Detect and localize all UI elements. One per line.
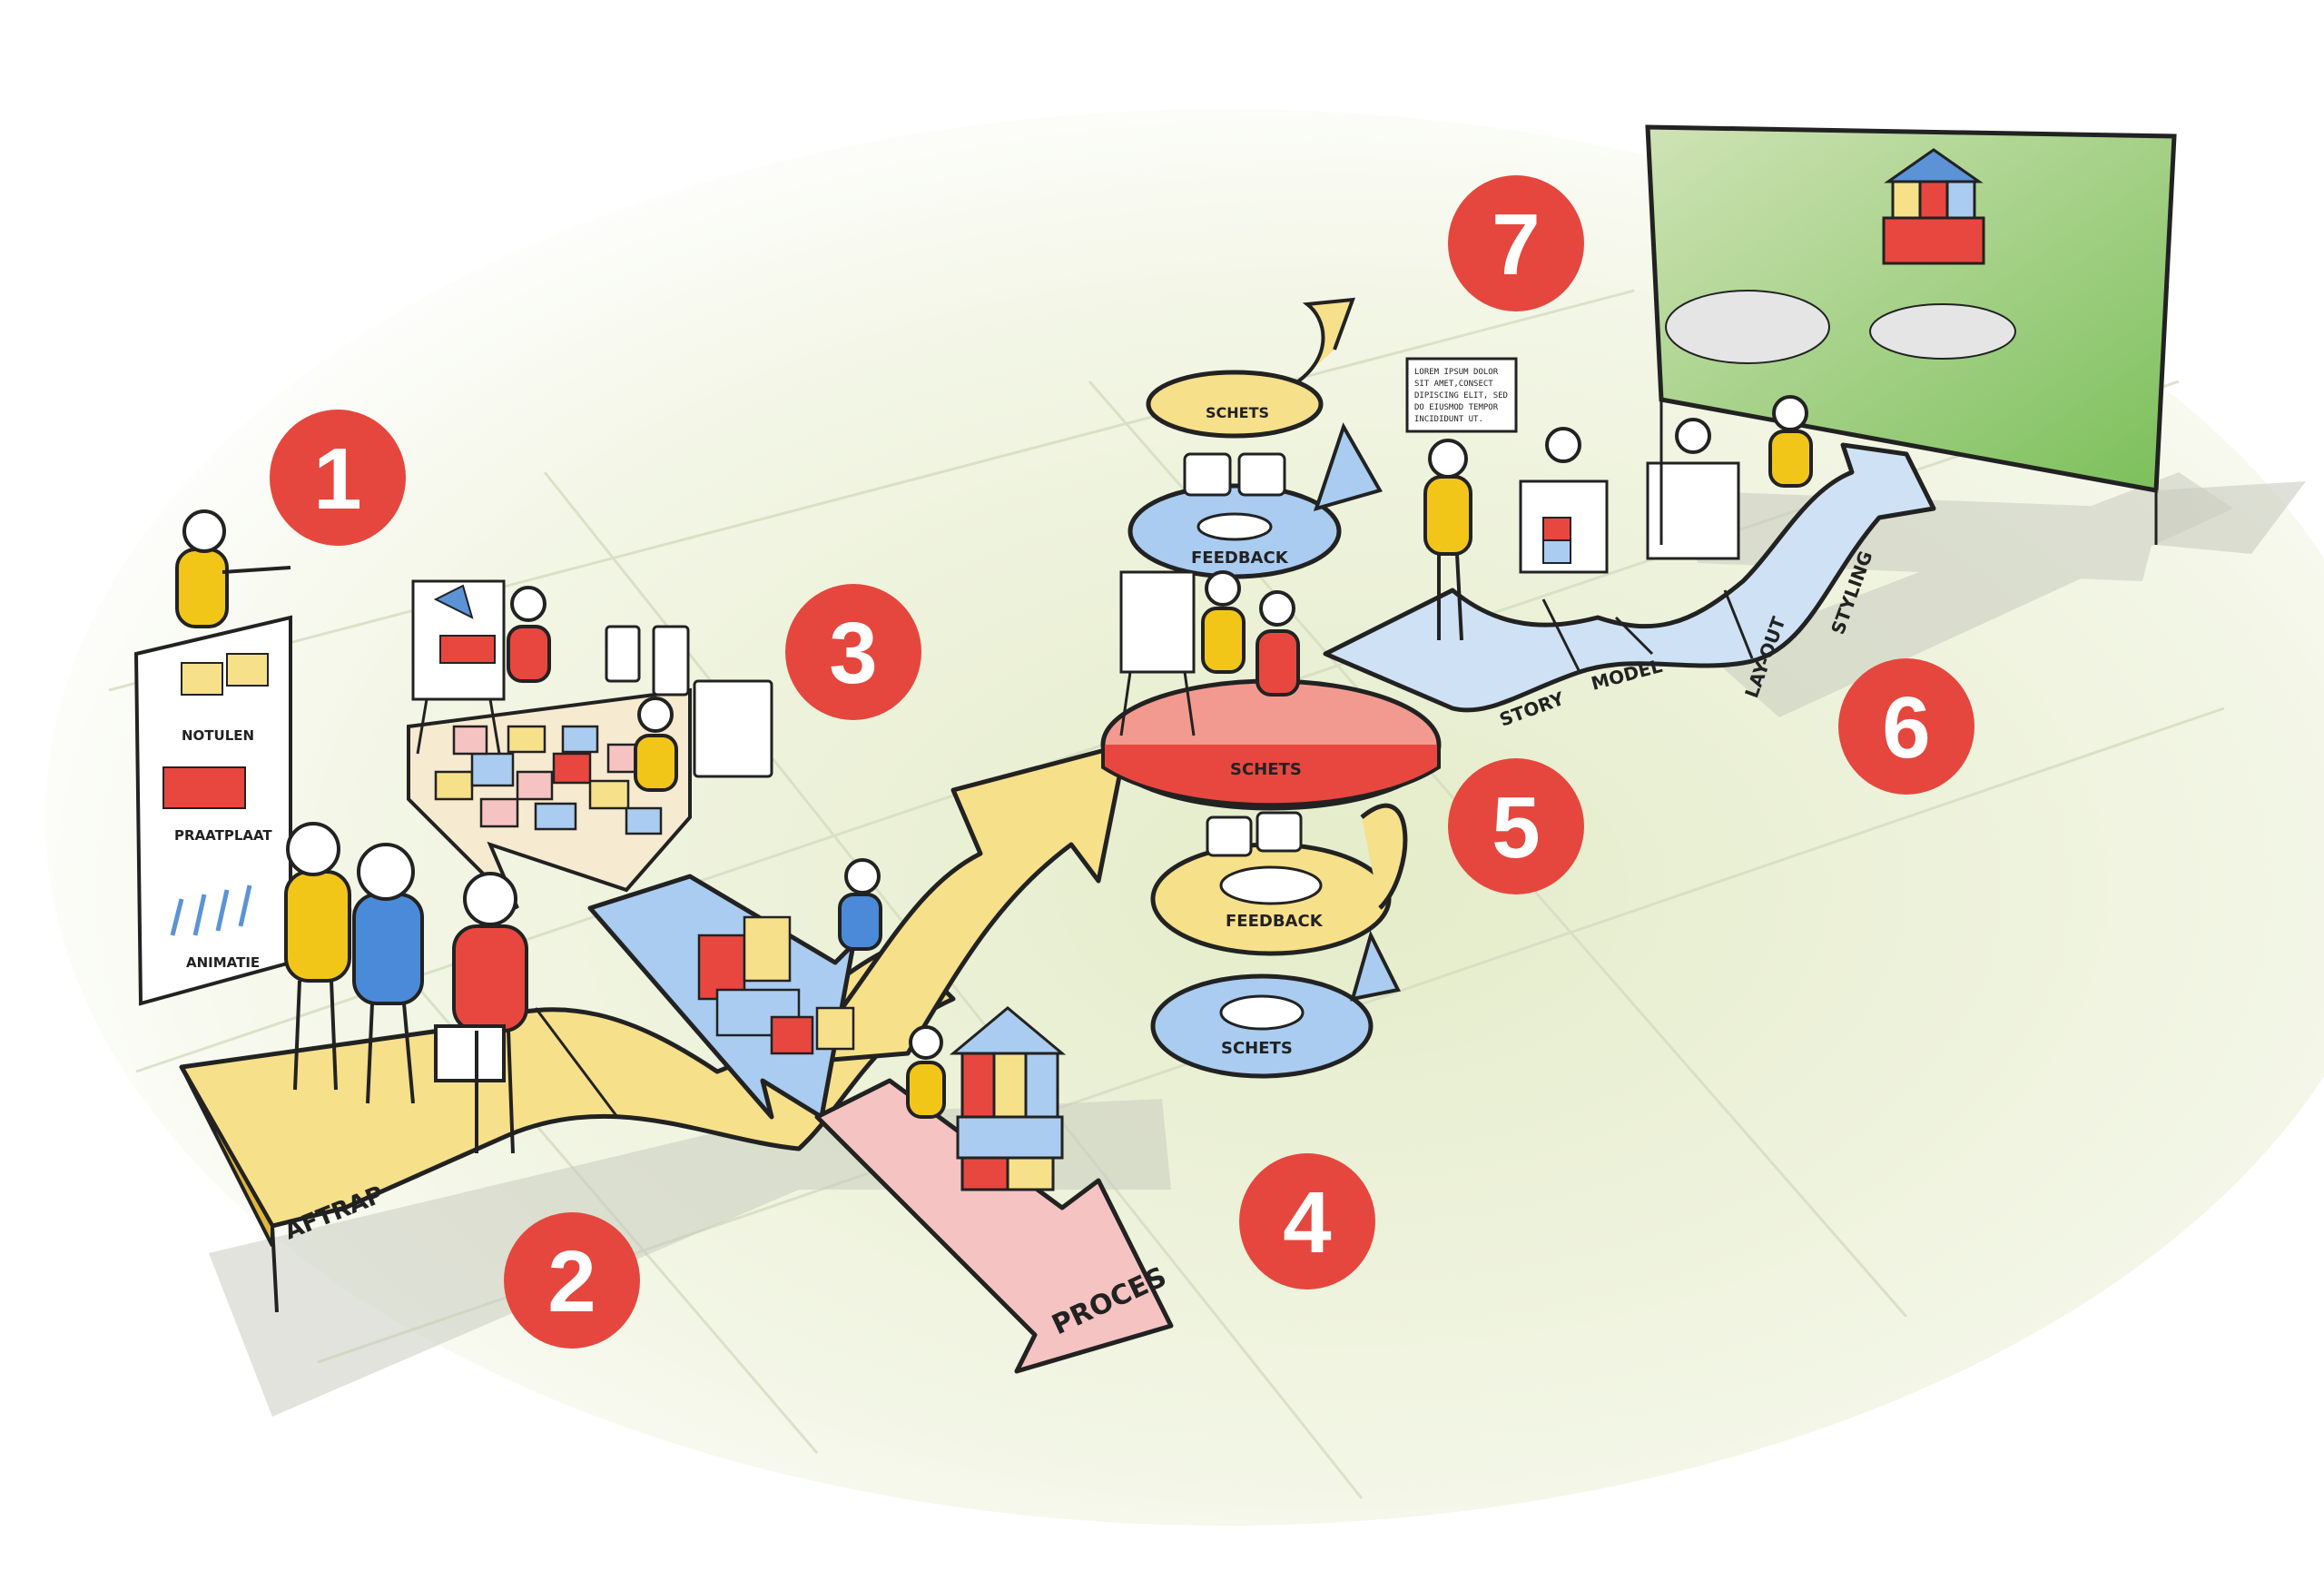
step-number-4: 4 xyxy=(1283,1174,1331,1271)
step-number-2: 2 xyxy=(547,1233,596,1330)
block-house xyxy=(949,1006,1067,1191)
chat-bubbles-step3 xyxy=(605,625,773,778)
step-badge-2: 2 xyxy=(504,1212,640,1349)
step-number-6: 6 xyxy=(1882,679,1930,776)
lorem-sign: LOREM IPSUM DOLOR SIT AMET,CONSECT DIPIS… xyxy=(1405,357,1518,433)
step-number-3: 3 xyxy=(829,605,877,702)
blue-path: STORY MODEL LAY-OUT STYLING LOREM IPSUM … xyxy=(1323,357,1936,731)
step-number-5: 5 xyxy=(1492,779,1540,876)
poster-praatplaat: PRAATPLAAT xyxy=(174,827,272,844)
step-badges: 1 2 3 4 5 6 7 xyxy=(270,175,1974,1349)
step-badge-7: 7 xyxy=(1448,175,1584,311)
sign-line-2: SIT AMET,CONSECT xyxy=(1414,380,1493,389)
poster-board: NOTULEN PRAATPLAAT ANIMATIE xyxy=(133,615,292,1006)
flipchart-spiral xyxy=(1119,570,1196,736)
proces-arrow: PROCES xyxy=(814,1006,1174,1374)
sign-line-1: LOREM IPSUM DOLOR xyxy=(1414,368,1499,377)
speech-bubbles xyxy=(1183,452,1303,857)
sign-line-5: INCIDIDUNT UT. xyxy=(1414,415,1483,424)
label-schets-middle: SCHETS xyxy=(1230,760,1302,779)
step-badge-1: 1 xyxy=(270,410,406,546)
label-feedback-top: FEEDBACK xyxy=(1191,548,1289,568)
poster-animatie: ANIMATIE xyxy=(186,954,260,971)
sign-line-3: DIPISCING ELIT, SED xyxy=(1414,391,1508,400)
blocks-area xyxy=(407,687,856,1120)
spiral: SCHETS FEEDBACK SCHETS FEEDBACK SCHETS xyxy=(1100,297,1442,1079)
label-schets-bottom: SCHETS xyxy=(1221,1039,1293,1058)
label-schets-top: SCHETS xyxy=(1206,404,1269,421)
aftrap-path: AFTRAP xyxy=(179,942,956,1313)
step-badge-3: 3 xyxy=(785,584,921,720)
step-badge-6: 6 xyxy=(1838,658,1974,795)
label-feedback-bottom: FEEDBACK xyxy=(1226,912,1324,931)
people xyxy=(175,395,1813,1154)
yellow-arrow xyxy=(796,742,1128,1065)
sign-line-4: DO EIUSMOD TEMPOR xyxy=(1414,403,1499,412)
step-number-7: 7 xyxy=(1492,196,1540,293)
step-badge-5: 5 xyxy=(1448,758,1584,894)
step-badge-4: 4 xyxy=(1239,1153,1375,1290)
flipchart-blocks xyxy=(411,579,506,755)
step-number-1: 1 xyxy=(313,430,361,528)
poster-notulen: NOTULEN xyxy=(182,727,254,744)
